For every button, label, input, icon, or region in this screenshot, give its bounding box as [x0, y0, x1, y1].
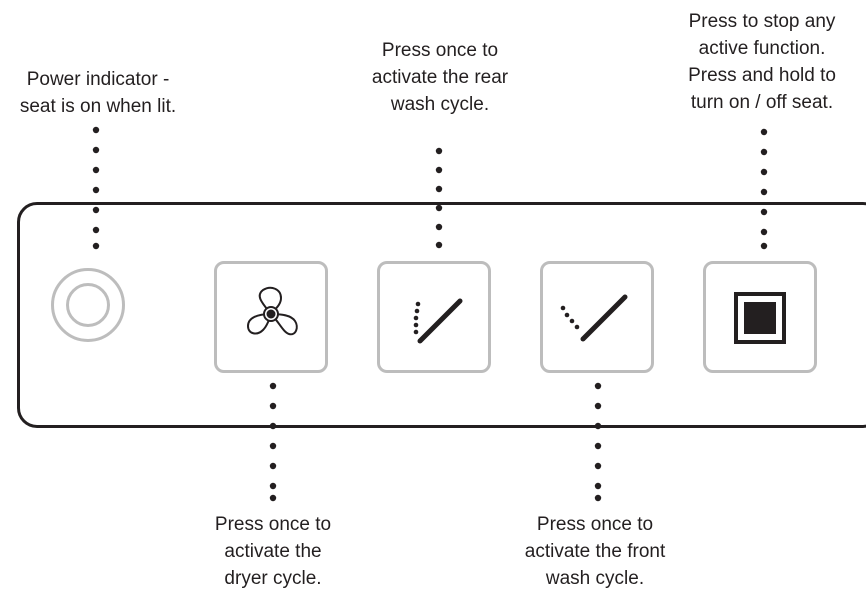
- power-indicator-icon: [51, 268, 125, 342]
- control-panel: [17, 202, 866, 428]
- label-line: Press and hold to: [688, 65, 836, 86]
- label-line: activate the rear: [371, 67, 509, 88]
- label-line: active function.: [698, 38, 826, 59]
- dryer-leader-line: [269, 382, 277, 502]
- front-leader-line: [594, 382, 602, 502]
- rear-leader-line: [435, 147, 443, 249]
- label-line: dryer cycle.: [224, 568, 322, 589]
- label-line: wash cycle.: [545, 568, 645, 589]
- dryer-label: Press once to activate the dryer cycle.: [190, 511, 356, 592]
- stop-leader-line: [760, 128, 768, 250]
- label-line: turn on / off seat.: [690, 92, 834, 113]
- fan-icon: [246, 286, 298, 336]
- stop-button[interactable]: [703, 261, 817, 373]
- front-wash-wand-icon: [560, 294, 628, 342]
- label-line: Press once to: [214, 514, 332, 535]
- label-line: seat is on when lit.: [19, 96, 177, 117]
- label-line: Press once to: [381, 40, 499, 61]
- stop-square-icon: [734, 292, 786, 344]
- label-line: activate the front: [524, 541, 666, 562]
- stop-label: Press to stop any active function. Press…: [668, 8, 856, 116]
- power-indicator-inner-ring: [66, 283, 110, 327]
- rear-wash-button[interactable]: [377, 261, 491, 373]
- power-leader-line: [92, 126, 100, 250]
- label-line: Press to stop any: [688, 11, 836, 32]
- label-line: Press once to: [536, 514, 654, 535]
- front-wash-button[interactable]: [540, 261, 654, 373]
- rear-wash-label: Press once to activate the rear wash cyc…: [350, 37, 530, 118]
- power-indicator-label: Power indicator - seat is on when lit.: [3, 66, 193, 120]
- rear-wash-wand-icon: [413, 298, 463, 344]
- label-line: wash cycle.: [390, 94, 490, 115]
- label-line: Power indicator -: [26, 69, 170, 90]
- label-line: activate the: [224, 541, 322, 562]
- front-wash-label: Press once to activate the front wash cy…: [505, 511, 685, 592]
- dryer-button[interactable]: [214, 261, 328, 373]
